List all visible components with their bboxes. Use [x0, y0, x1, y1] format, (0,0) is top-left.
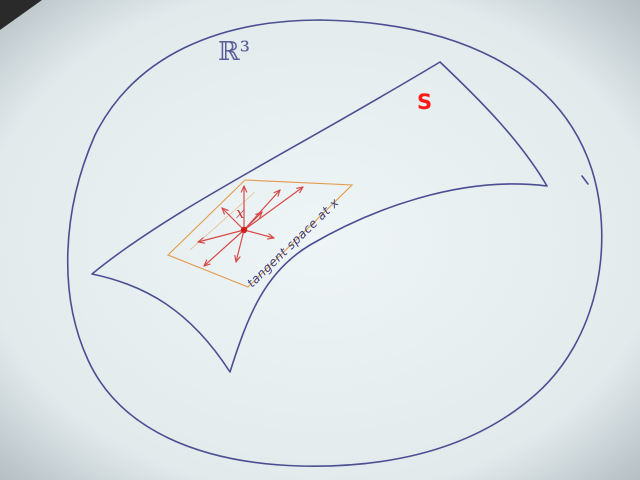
tangent-vector	[198, 229, 245, 242]
label-r3: ℝ³	[218, 37, 250, 67]
tangent-vector	[236, 229, 245, 262]
tangent-vectors	[198, 186, 303, 266]
tangent-vector	[243, 229, 274, 238]
label-point-x: x	[236, 204, 245, 222]
label-surface-s: S	[417, 90, 432, 114]
point-x	[240, 226, 248, 234]
tangent-vector	[222, 208, 245, 231]
ambient-space-circle	[66, 19, 603, 467]
tangent-vector	[243, 212, 262, 231]
surface-s-outline	[91, 61, 548, 373]
paper-corner-shadow	[0, 0, 42, 30]
ambient-circle-tick	[581, 175, 589, 185]
tangent-vector	[204, 229, 245, 266]
tangent-vector	[243, 187, 303, 231]
tangent-plane	[167, 179, 354, 288]
